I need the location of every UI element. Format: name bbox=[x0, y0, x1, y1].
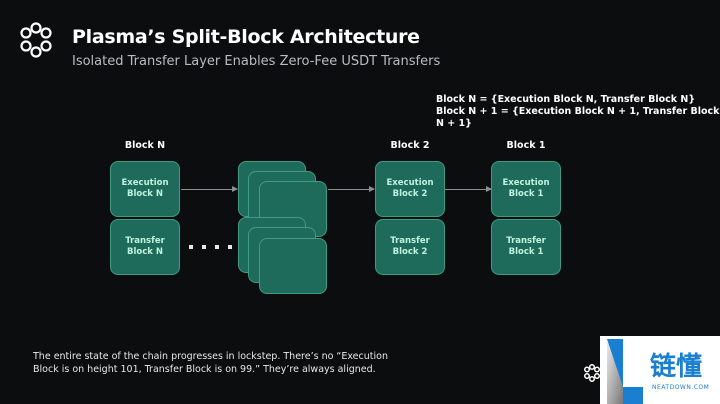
arrow bbox=[328, 186, 375, 192]
column-label-block-n: Block N bbox=[124, 140, 166, 151]
plasma-logo-small-icon bbox=[584, 364, 600, 382]
watermark: 链懂 NEATDOWN.COM bbox=[600, 336, 720, 404]
plasma-logo-icon bbox=[20, 22, 52, 58]
ellipsis-dot bbox=[189, 245, 193, 249]
legend-line: Block N = {Execution Block N, Transfer B… bbox=[436, 94, 696, 105]
ellipsis-dot bbox=[228, 245, 232, 249]
execution-block-2: Execution Block 2 bbox=[375, 161, 445, 217]
arrow bbox=[181, 186, 238, 192]
execution-block-1: Execution Block 1 bbox=[491, 161, 561, 217]
execution-block-n: Execution Block N bbox=[110, 161, 180, 217]
footnote: The entire state of the chain progresses… bbox=[33, 351, 388, 375]
watermark-logo-icon bbox=[607, 339, 643, 404]
ellipsis-dot bbox=[202, 245, 206, 249]
stacked-transfer-block bbox=[259, 238, 327, 294]
column-label-block-2: Block 2 bbox=[390, 140, 430, 151]
block-definition-legend: Block N = {Execution Block N, Transfer B… bbox=[436, 94, 720, 130]
transfer-block-1: Transfer Block 1 bbox=[491, 219, 561, 275]
watermark-text: 链懂 bbox=[650, 352, 703, 382]
legend-line: Block N + 1 = {Execution Block N + 1, Tr… bbox=[436, 106, 720, 129]
transfer-block-2: Transfer Block 2 bbox=[375, 219, 445, 275]
page-subtitle: Isolated Transfer Layer Enables Zero-Fee… bbox=[72, 54, 441, 69]
ellipsis-dot bbox=[215, 245, 219, 249]
watermark-subtext: NEATDOWN.COM bbox=[652, 384, 710, 391]
page-title: Plasma’s Split-Block Architecture bbox=[72, 26, 420, 48]
arrow bbox=[444, 186, 492, 192]
column-label-block-1: Block 1 bbox=[506, 140, 546, 151]
transfer-block-n: Transfer Block N bbox=[110, 219, 180, 275]
